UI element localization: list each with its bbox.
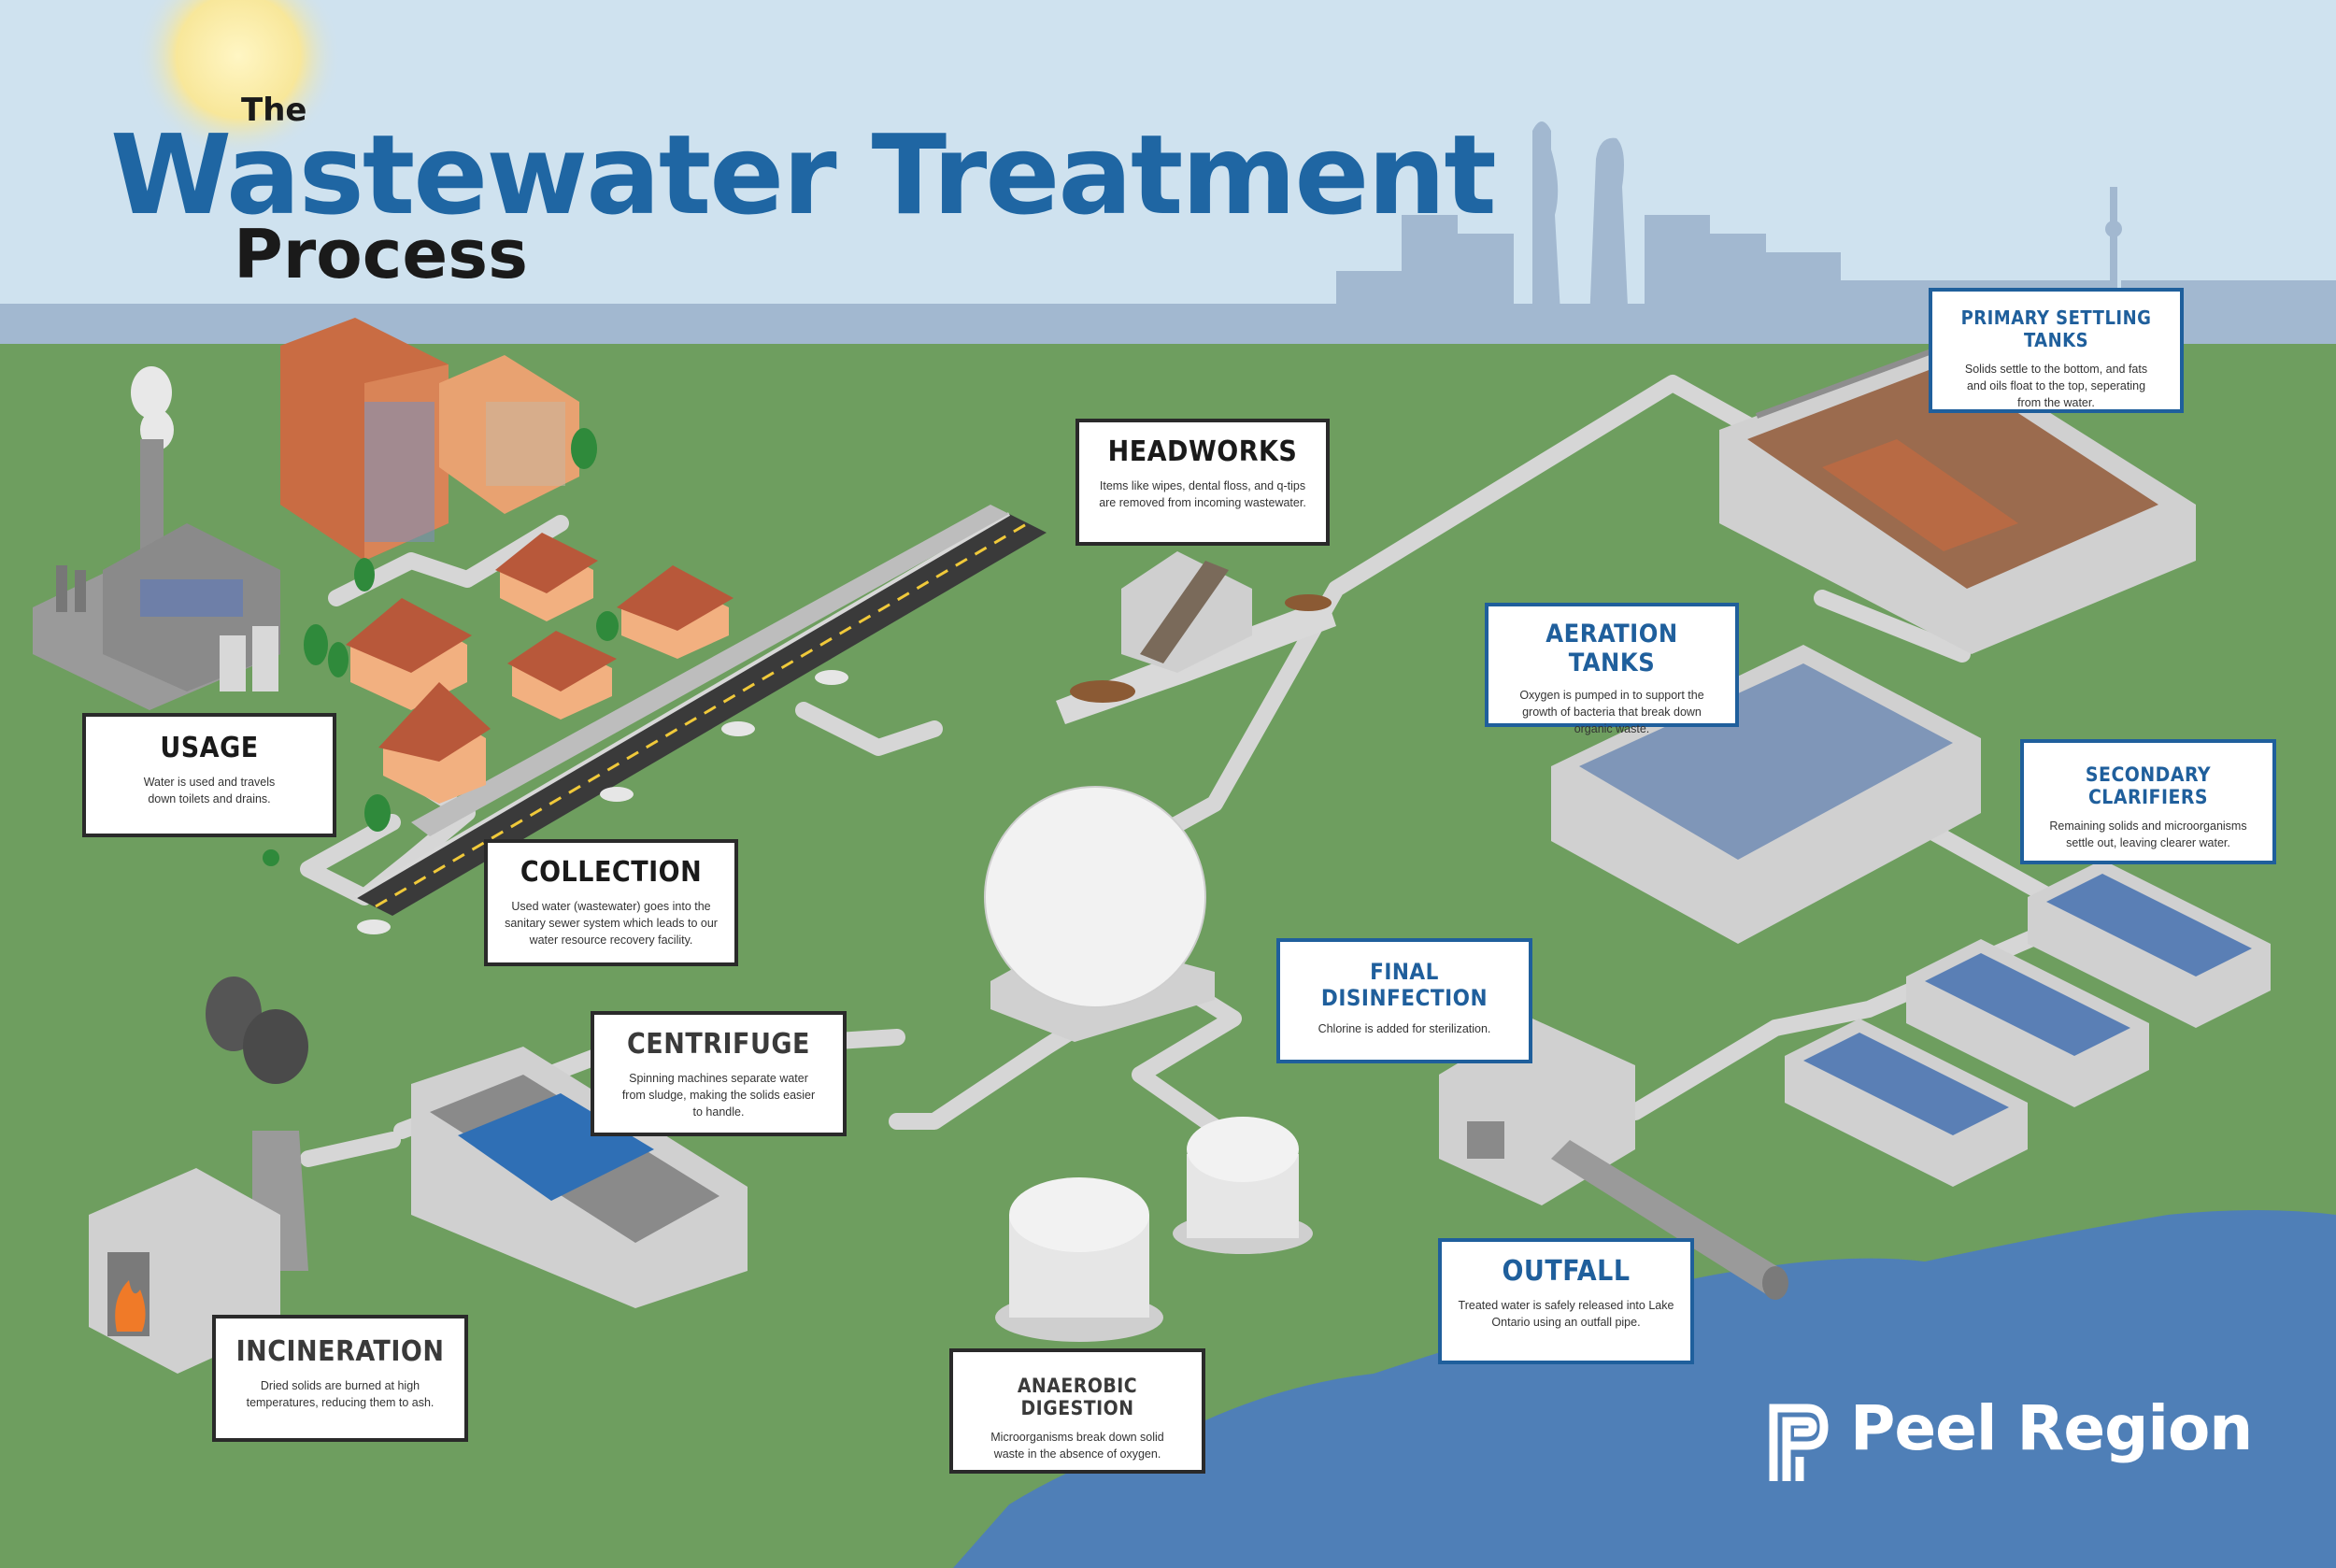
step-primary-settling-tanks: PRIMARY SETTLING TANKS Solids settle to …: [1929, 288, 2184, 413]
primary-settling-tank: [1719, 346, 2196, 654]
step-outfall-title: OUTFALL: [1502, 1255, 1631, 1288]
step-usage-text: Water is used and travels down toilets a…: [143, 776, 276, 805]
step-headworks: HEADWORKS Items like wipes, dental floss…: [1075, 419, 1330, 546]
step-secondary-clarifiers-title: SECONDARY CLARIFIERS: [2085, 763, 2212, 808]
centrifuge-building: [411, 1047, 748, 1308]
step-final-disinfection-title: FINAL DISINFECTION: [1320, 959, 1488, 1011]
title-process: Process: [234, 215, 528, 293]
headworks-structure: [1056, 551, 1336, 724]
brand: Peel Region: [1850, 1392, 2253, 1464]
outfall-pipe: [1551, 1140, 1788, 1300]
digester-sphere: [984, 786, 1215, 1042]
secondary-clarifiers: [1785, 860, 2271, 1187]
factory: [33, 366, 280, 710]
step-primary-settling-title: PRIMARY SETTLING TANKS: [1960, 306, 2152, 351]
step-incineration-text: Dried solids are burned at high temperat…: [246, 1379, 434, 1409]
step-incineration-title: INCINERATION: [235, 1335, 445, 1368]
sun: [135, 0, 341, 159]
step-headworks-text: Items like wipes, dental floss, and q-ti…: [1099, 479, 1306, 509]
step-aeration-title: AERATION TANKS: [1545, 620, 1678, 677]
step-incineration: INCINERATION Dried solids are burned at …: [212, 1315, 468, 1442]
step-aeration-text: Oxygen is pumped in to support the growt…: [1519, 689, 1704, 735]
sky: [0, 0, 2336, 308]
lake-ontario: [953, 1210, 2336, 1568]
page-title: Wastewater Treatment: [110, 110, 1497, 239]
highway: [353, 505, 1047, 934]
step-final-disinfection-text: Chlorine is added for sterilization.: [1318, 1022, 1491, 1035]
digestion-tanks: [995, 1117, 1313, 1342]
step-usage-title: USAGE: [160, 732, 259, 764]
step-collection: COLLECTION Used water (wastewater) goes …: [484, 839, 738, 966]
step-aeration-tanks: AERATION TANKS Oxygen is pumped in to su…: [1485, 603, 1739, 735]
step-final-disinfection: FINAL DISINFECTION Chlorine is added for…: [1276, 938, 1532, 1063]
step-outfall-text: Treated water is safely released into La…: [1458, 1299, 1674, 1329]
step-centrifuge-text: Spinning machines separate water from sl…: [621, 1072, 816, 1119]
peel-logo-icon: [1769, 1404, 1829, 1481]
step-secondary-clarifiers-text: Remaining solids and microorganisms sett…: [2049, 820, 2247, 849]
step-collection-text: Used water (wastewater) goes into the sa…: [505, 900, 718, 947]
step-primary-settling-text: Solids settle to the bottom, and fats an…: [1964, 363, 2148, 409]
step-anaerobic-digestion-text: Microorganisms break down solid waste in…: [990, 1431, 1164, 1461]
apartment-buildings: [280, 318, 579, 561]
step-usage: USAGE Water is used and travels down toi…: [82, 713, 336, 837]
step-anaerobic-digestion: ANAEROBIC DIGESTION Microorganisms break…: [949, 1348, 1205, 1474]
step-anaerobic-digestion-title: ANAEROBIC DIGESTION: [1017, 1375, 1138, 1419]
title-the: The: [241, 92, 307, 129]
brand-name: Peel Region: [1850, 1392, 2253, 1464]
step-secondary-clarifiers: SECONDARY CLARIFIERS Remaining solids an…: [2020, 739, 2276, 864]
houses: [346, 533, 734, 804]
step-centrifuge-title: CENTRIFUGE: [626, 1028, 810, 1061]
trees: [263, 428, 619, 866]
step-collection-title: COLLECTION: [520, 856, 703, 889]
step-centrifuge: CENTRIFUGE Spinning machines separate wa…: [591, 1011, 847, 1136]
step-outfall: OUTFALL Treated water is safely released…: [1438, 1238, 1694, 1364]
step-headworks-title: HEADWORKS: [1107, 435, 1298, 468]
